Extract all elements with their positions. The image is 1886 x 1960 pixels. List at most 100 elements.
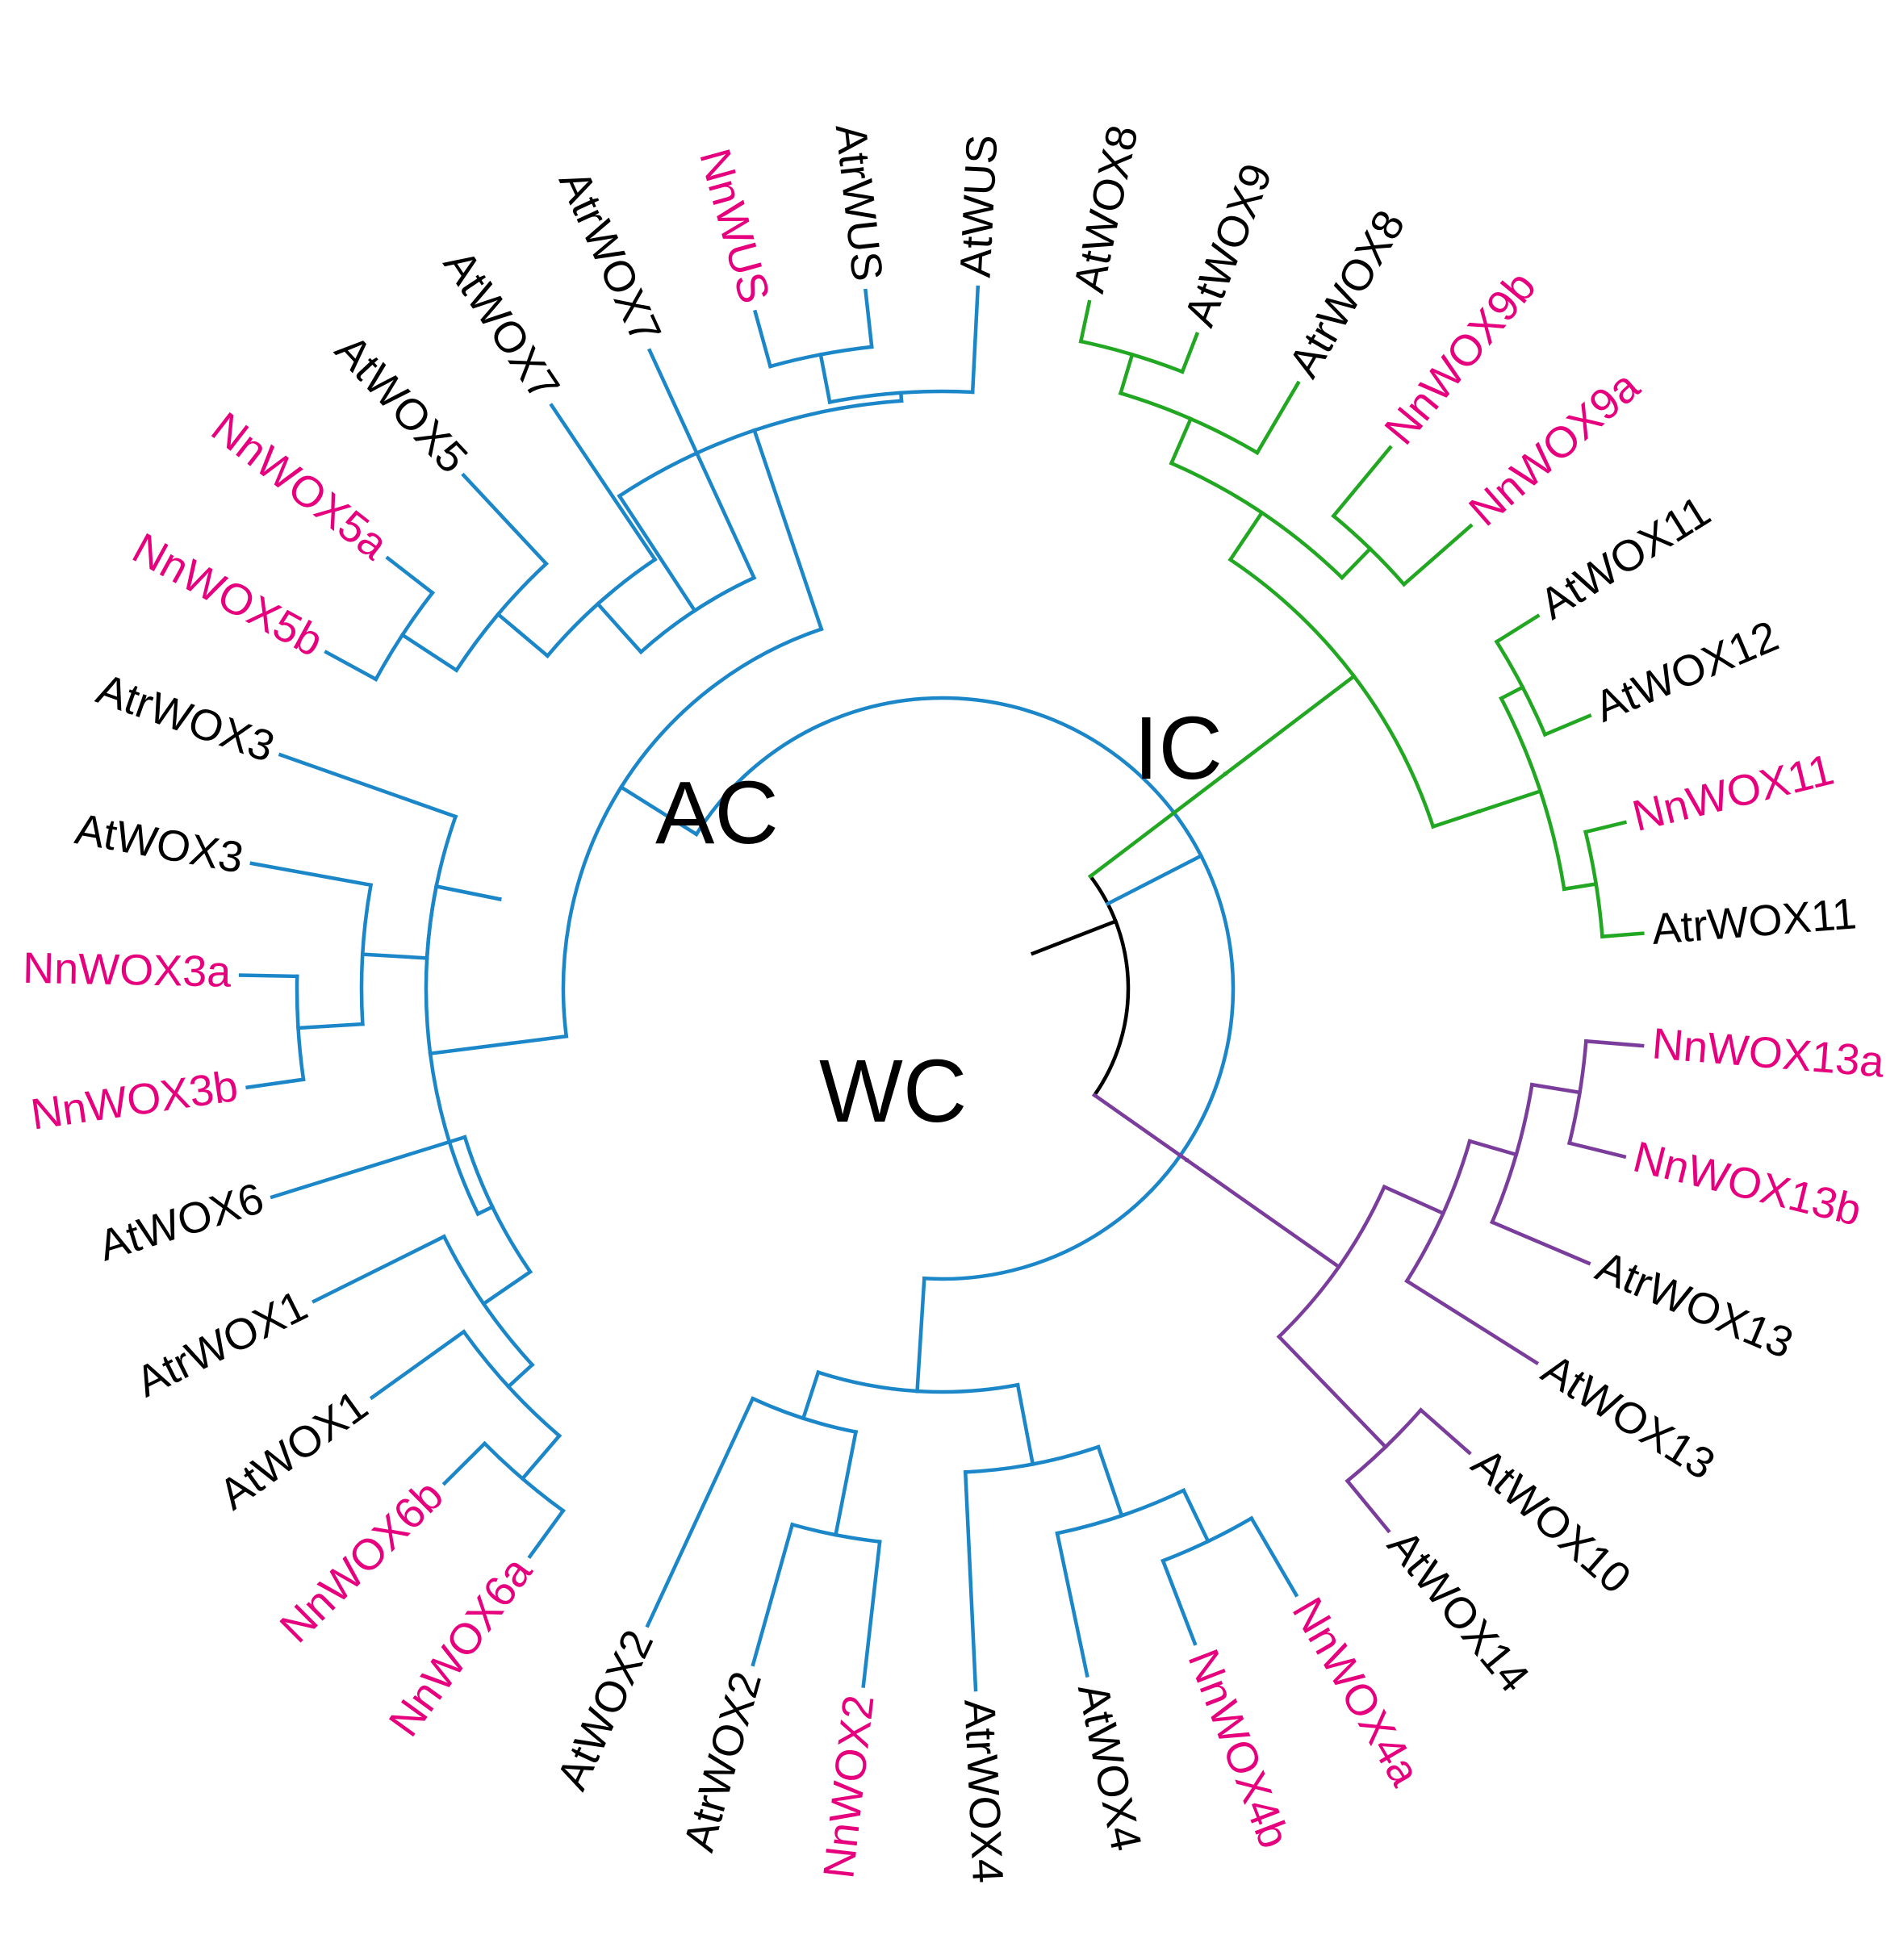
leaf-label-nnwox9b: NnWOX9b [1375, 262, 1545, 453]
arc-a2 [1404, 1139, 1472, 1284]
branch-e2 [818, 352, 832, 404]
leaf-label-atwox10: AtWOX10 [1462, 1439, 1640, 1603]
arc-i7 [1499, 696, 1566, 892]
branch-AtrWOX11 [1600, 931, 1645, 939]
branch-NnWOX9a [1401, 523, 1474, 587]
arc-e2 [767, 345, 874, 369]
arc-root [1088, 873, 1131, 1098]
branch-wc3 [801, 1369, 821, 1421]
leaf-labels: NnWOX6aNnWOX6bAtWOX1AtrWOX1AtWOX6NnWOX3b… [23, 121, 1886, 1884]
branch-wc4 [833, 1429, 859, 1537]
branch-b2 [1015, 1382, 1035, 1467]
arc-wc4 [789, 1522, 882, 1544]
branch-AtWOX1 [369, 1329, 466, 1401]
branch-AtWOX4 [1055, 1531, 1089, 1678]
branch-AtrWOX8 [1254, 380, 1301, 456]
leaf-label-atwox2: AtWOX2 [548, 1623, 663, 1797]
branch-b3 [1096, 1444, 1124, 1519]
leaf-label-nnwox3a: NnWOX3a [23, 944, 232, 997]
branch-i4 [1118, 352, 1135, 396]
arc-b3 [1055, 1487, 1186, 1536]
arc-a1 [1276, 1184, 1387, 1339]
branch-AtWOX8 [1078, 299, 1092, 344]
leaf-label-nnwox9a: NnWOX9a [1460, 361, 1649, 536]
arc-g1 [462, 1135, 533, 1275]
branch-a1 [1184, 1157, 1342, 1270]
branch-NnWOX3b [245, 1077, 306, 1090]
clade-label-ic: IC [1134, 699, 1223, 798]
leaf-label-atwox3: AtWOX3 [72, 804, 247, 882]
branch-h2 [433, 884, 502, 901]
branch-g1 [475, 1204, 496, 1217]
leaf-label-atwox14: AtWOX14 [1378, 1521, 1539, 1702]
branch-wcc [915, 1276, 926, 1394]
leaf-label-atrwox7: AtrWOX7 [550, 163, 671, 350]
branch-AtrWOX7 [647, 348, 757, 581]
arc-wcr [693, 696, 1236, 1281]
arc-d4 [373, 590, 436, 682]
branch-i8 [1499, 684, 1525, 701]
clade-label-ac: AC [655, 763, 779, 863]
branch-a2 [1382, 1184, 1446, 1216]
branch-b4 [1181, 1488, 1211, 1544]
branch-AtrWOX4 [963, 1469, 978, 1692]
leaf-label-atrwox3: AtrWOX3 [91, 665, 281, 771]
leaf-label-atwox9: AtWOX9 [1175, 157, 1282, 333]
tree-branches [238, 285, 1645, 1692]
branch-NnWOX2 [861, 1540, 882, 1688]
leaf-label-nnwox4b: NnWOX4b [1178, 1643, 1298, 1854]
leaf-label-nnwox11: NnWOX11 [1628, 746, 1838, 841]
branch-AtWOX11 [1494, 613, 1541, 645]
branch-wcr [1105, 853, 1204, 907]
branch-AtWOX14 [1344, 1478, 1391, 1534]
branch-i5 [1339, 545, 1373, 581]
branch-NnWOX5b [324, 650, 378, 682]
arc-a6 [1344, 1407, 1424, 1484]
leaf-label-atwox12: AtWOX12 [1588, 612, 1786, 732]
leaf-label-nnwox2: NnWOX2 [814, 1693, 883, 1881]
branch-NnWOX13a [1583, 1039, 1645, 1048]
arc-e1 [827, 389, 975, 404]
leaf-label-atrwox11: AtrWOX11 [1650, 889, 1859, 954]
branch-AtWOX6 [270, 1135, 467, 1200]
leaf-label-atwus: AtWUS [951, 134, 1007, 279]
leaf-label-nnwox4a: NnWOX4a [1283, 1590, 1430, 1795]
branch-d2 [595, 601, 644, 655]
arc-wc1 [617, 399, 904, 499]
branch-AtrWUS [864, 288, 874, 349]
branch-AtWOX7 [549, 403, 658, 562]
arc-d1 [638, 575, 757, 655]
leaf-label-atrwox1: AtrWOX1 [128, 1281, 315, 1406]
branch-AtWUS [970, 285, 981, 395]
branch-g2 [481, 1268, 533, 1306]
arc-b1 [816, 1369, 1020, 1394]
branch-NnWOX4a [1248, 1515, 1299, 1598]
branch-NnWOX9b [1331, 445, 1393, 519]
branch-d1 [617, 493, 697, 613]
leaf-label-atwox11: AtWOX11 [1532, 487, 1719, 629]
branch-AtrWOX3 [278, 752, 458, 819]
branch-i2 [1227, 510, 1265, 562]
branch-g3 [505, 1362, 535, 1390]
branch-AtWOX12 [1542, 713, 1592, 738]
leaf-label-nnwox6a: NnWOX6a [380, 1548, 542, 1745]
arc-h3 [359, 883, 374, 1026]
branch-AtrWOX1 [312, 1234, 447, 1304]
branch-AtWOX9 [1180, 332, 1200, 374]
leaf-label-atwox8: AtWOX8 [1064, 121, 1148, 297]
branch-NnWOX5a [385, 555, 436, 596]
leaf-label-atwox5: AtWOX5 [326, 326, 477, 483]
leaf-label-nnwox6b: NnWOX6b [271, 1471, 453, 1652]
arc-i8 [1494, 639, 1548, 738]
leaf-label-atwox1: AtWOX1 [211, 1381, 377, 1519]
arc-i2 [1169, 461, 1345, 581]
arc-wc3 [750, 1396, 859, 1435]
branch-i6 [1430, 809, 1482, 830]
leaf-label-nnwox5b: NnWOX5b [125, 524, 331, 666]
arc-b2 [963, 1444, 1101, 1474]
branch-NnWOX6a [527, 1508, 566, 1559]
branch-a6 [1276, 1334, 1389, 1450]
branch-a4 [1529, 1082, 1583, 1095]
branch-i7 [1476, 788, 1543, 814]
leaf-label-atrwox4: AtrWOX4 [955, 1698, 1012, 1884]
